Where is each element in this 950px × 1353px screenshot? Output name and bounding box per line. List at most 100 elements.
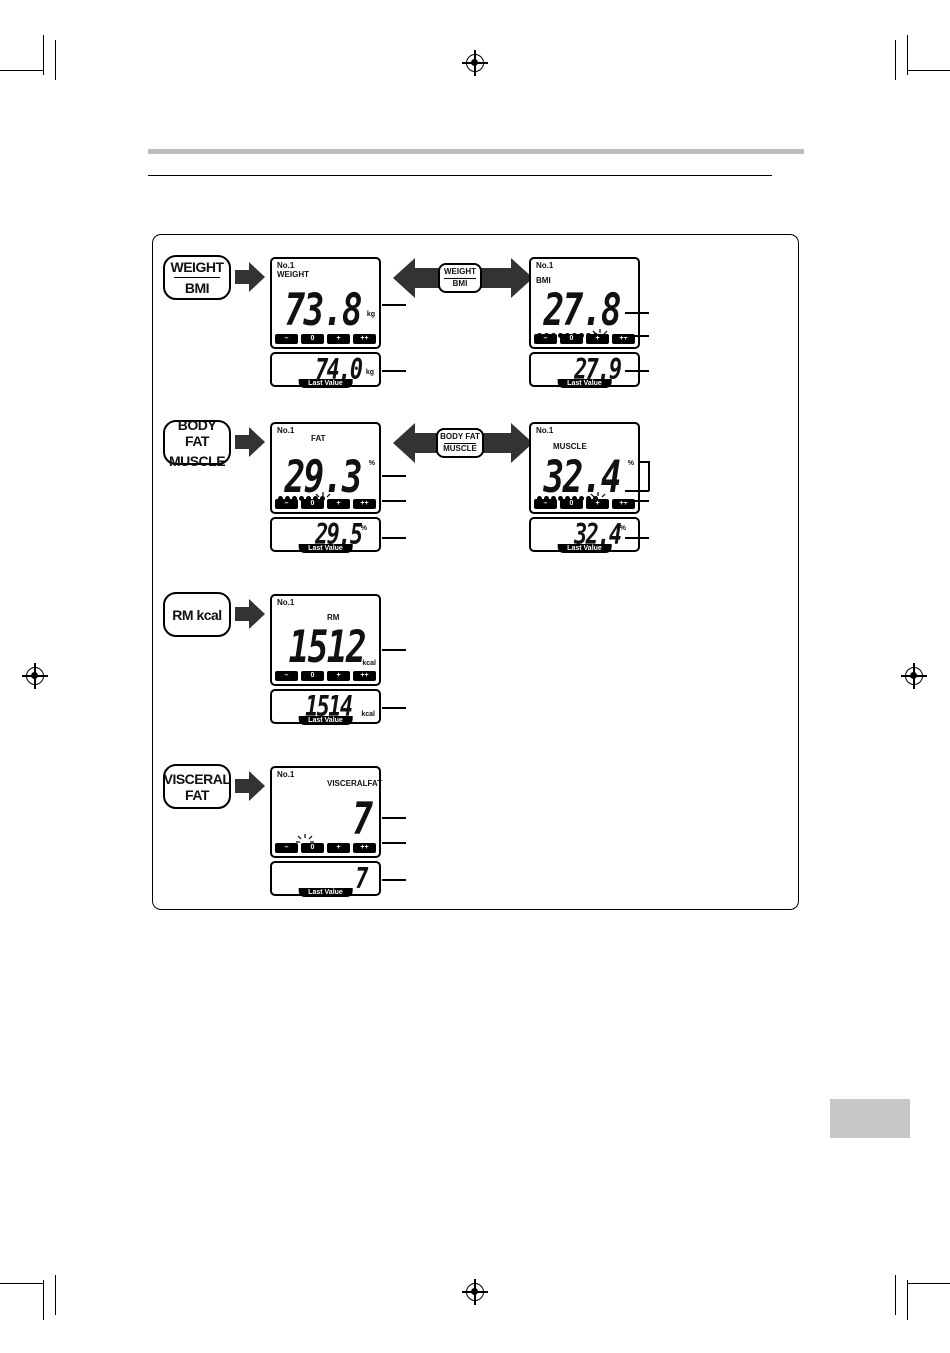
registration-mark-bottom (462, 1279, 488, 1305)
last-value-label: Last Value (557, 544, 612, 553)
segment-bar: – 0 + ++ (275, 334, 376, 344)
rm-key-label: RM kcal (172, 606, 222, 623)
visceral-last-value: 7 Last Value (270, 861, 381, 897)
registration-mark-top (462, 50, 488, 76)
blink-indicator-icon (296, 834, 314, 843)
segment-minus: – (534, 334, 557, 344)
segment-zero: 0 (301, 334, 324, 344)
segment-plusplus: ++ (353, 499, 376, 509)
fat-key-label: FAT (185, 786, 209, 803)
crop-mark-bl-h (0, 1283, 43, 1284)
weight-bmi-mini-key: WEIGHT BMI (438, 263, 482, 293)
mini-key-top: BODY FAT (440, 431, 480, 441)
callout-line (382, 707, 406, 709)
muscle-last-value: 32.4 % Last Value (529, 517, 640, 553)
segment-zero: 0 (301, 843, 324, 853)
rm-last-value: 1514 kcal Last Value (270, 689, 381, 725)
segment-plus: + (327, 843, 350, 853)
segment-zero: 0 (560, 499, 583, 509)
crop-mark-br-v (907, 1280, 908, 1320)
muscle-last-unit: % (619, 525, 626, 532)
callout-line (382, 842, 406, 844)
bmi-key-label: BMI (184, 280, 210, 297)
user-number: No.1 (277, 598, 295, 607)
registration-mark-left (22, 663, 48, 689)
user-number: No.1 (536, 261, 554, 270)
segment-plus: + (586, 334, 609, 344)
callout-line (625, 500, 649, 502)
rm-last-reading: 1514 (304, 690, 353, 723)
fat-last-value: 29.5 % Last Value (270, 517, 381, 553)
callout-line (625, 490, 649, 492)
fat-last-reading: 29.5 (314, 518, 363, 551)
mini-key-divider (444, 277, 476, 279)
user-number: No.1 (536, 426, 554, 435)
segment-plusplus: ++ (353, 671, 376, 681)
muscle-last-reading: 32.4 (573, 518, 622, 551)
weight-reading: 73.8 (284, 285, 363, 336)
indicator-dots (278, 496, 325, 501)
segment-bar: – 0 + ++ (534, 499, 635, 509)
visceral-key-label: VISCERAL (163, 770, 231, 787)
mini-key-bottom: MUSCLE (443, 443, 477, 453)
bodyfat-muscle-key: BODY FAT MUSCLE (163, 416, 231, 469)
mini-key-top: WEIGHT (444, 266, 476, 276)
weight-key-label: WEIGHT (170, 258, 225, 275)
mode-label: FAT (311, 434, 326, 443)
segment-plus: + (586, 499, 609, 509)
callout-line (382, 370, 406, 372)
rm-screen: No.1 RM 1512 kcal – 0 + ++ (270, 594, 381, 686)
diagram-panel (152, 234, 799, 910)
visceral-reading: 7 (351, 794, 373, 845)
callout-line (640, 461, 650, 463)
visceral-last-reading: 7 (355, 862, 368, 895)
user-number: No.1 (277, 770, 295, 779)
segment-bar: – 0 + ++ (275, 671, 376, 681)
segment-plusplus: ++ (612, 334, 635, 344)
crop-mark-tr-h (907, 70, 950, 71)
fat-screen: No.1 FAT 29.3 % – 0 + ++ (270, 422, 381, 514)
segment-minus: – (275, 334, 298, 344)
segment-bar: – 0 + ++ (275, 499, 376, 509)
bmi-last-reading: 27.9 (573, 353, 622, 386)
muscle-unit: % (627, 460, 634, 467)
crop-mark-bl-v (43, 1280, 44, 1320)
mini-key-bottom: BMI (452, 278, 468, 288)
header-rule (148, 175, 772, 176)
segment-bar: – 0 + ++ (534, 334, 635, 344)
indicator-dots (537, 496, 598, 501)
segment-zero: 0 (560, 334, 583, 344)
segment-zero: 0 (301, 671, 324, 681)
mode-label: WEIGHT (277, 270, 309, 279)
bmi-screen: No.1 BMI 27.8 – 0 + ++ (529, 257, 640, 349)
registration-mark-right (901, 663, 927, 689)
rm-unit: kcal (362, 660, 376, 667)
weight-last-value: 74.0 kg Last Value (270, 352, 381, 388)
last-value-label: Last Value (557, 379, 612, 388)
weight-bmi-key: WEIGHT BMI (163, 255, 231, 300)
last-value-label: Last Value (298, 716, 353, 725)
rm-kcal-key: RM kcal (163, 592, 231, 637)
weight-last-unit: kg (365, 369, 374, 376)
callout-line (382, 500, 406, 502)
callout-line (625, 312, 649, 314)
callout-line (382, 304, 406, 306)
segment-bar: – 0 + ++ (275, 843, 376, 853)
bmi-reading: 27.8 (543, 285, 622, 336)
callout-line (382, 649, 406, 651)
last-value-label: Last Value (298, 544, 353, 553)
weight-screen: No.1 WEIGHT 73.8 kg – 0 + ++ (270, 257, 381, 349)
header-bar (148, 149, 804, 154)
muscle-key-label: MUSCLE (168, 452, 226, 469)
user-number: No.1 (277, 261, 295, 270)
arrow-right-icon (235, 771, 265, 801)
mode-label: MUSCLE (553, 442, 587, 451)
mini-key-divider (444, 442, 476, 444)
rm-last-unit: kcal (361, 711, 375, 718)
weight-unit: kg (366, 311, 375, 318)
crop-mark-tl-v (43, 35, 44, 75)
crop-mark-br-h (907, 1283, 950, 1284)
segment-minus: – (275, 671, 298, 681)
bodyfat-key-label: BODY FAT (177, 416, 217, 449)
weight-last-reading: 74.0 (314, 353, 363, 386)
